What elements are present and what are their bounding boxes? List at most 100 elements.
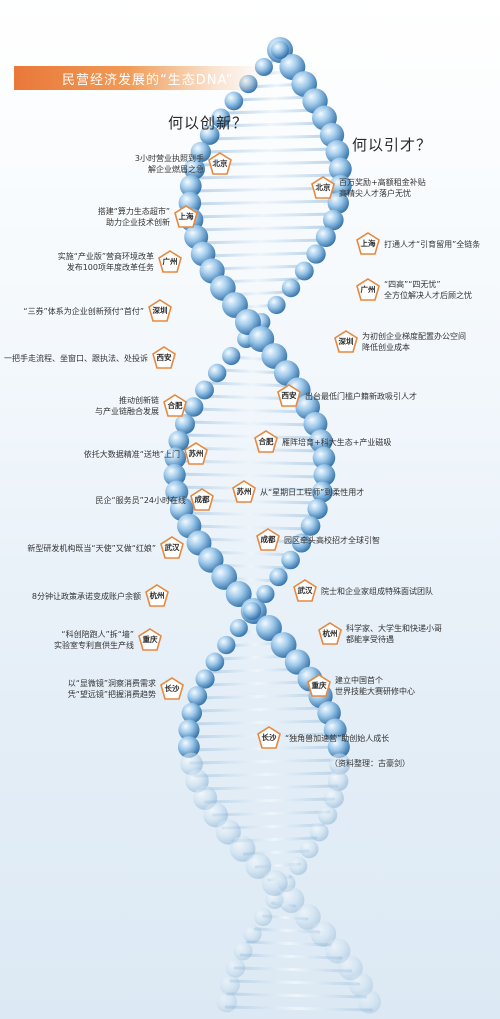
helix-bead (224, 91, 244, 111)
city-badge-right-10: 重庆 (307, 674, 331, 698)
talent-measure: 院士和企业家组成特殊面试团队 (321, 586, 433, 597)
helix-rung (218, 368, 287, 375)
innovation-measure: 以“显微镜”洞察消费需求凭“望远镜”把握消费趋势 (68, 678, 156, 700)
helix-bead (267, 295, 286, 315)
city-name: 深圳 (338, 337, 354, 346)
city-badge-right-6: 苏州 (232, 480, 256, 504)
measure-line: 打通人才“引育留用”全链条 (384, 239, 481, 249)
helix-rung (253, 927, 321, 934)
helix-bead (329, 174, 352, 198)
city-badge-left-8: 武汉 (160, 536, 184, 560)
helix-bead (270, 632, 297, 658)
measure-line: 降低创业成本 (362, 343, 410, 352)
helix-bead (217, 635, 236, 655)
helix-bead (163, 463, 186, 487)
talent-measure: 雁阵培育+科大生态+产业磁吸 (282, 437, 391, 448)
measure-line: 出台最低门槛户籍新政吸引人才 (305, 391, 417, 401)
helix-rung (201, 251, 319, 258)
helix-bead (291, 533, 311, 553)
helix-bead (307, 498, 328, 520)
city-badge-left-10: 重庆 (138, 628, 162, 652)
helix-rung (195, 238, 326, 245)
helix-bead (317, 805, 338, 825)
innovation-measure: “科创陪跑人”拆“墙”实验室专利直供生产线 (54, 629, 134, 651)
city-badge-left-0: 北京 (208, 152, 232, 176)
title-text: 民营经济发展的“生态DNA” (62, 73, 234, 88)
city-name: 成都 (194, 495, 210, 504)
innovation-measure: 民企“服务员”24小时在线 (96, 495, 186, 506)
helix-bead (256, 584, 275, 604)
measure-line: 解企业燃眉之急 (148, 165, 204, 174)
helix-bead (329, 753, 351, 775)
measure-line: 民企“服务员”24小时在线 (95, 495, 186, 505)
city-name: 重庆 (311, 681, 327, 690)
city-name: 长沙 (164, 684, 180, 693)
helix-bead (265, 890, 284, 910)
helix-bead (311, 481, 333, 503)
helix-rung (189, 758, 342, 765)
helix-bead (327, 735, 350, 759)
city-name: 深圳 (152, 306, 168, 315)
city-name: 成都 (260, 535, 276, 544)
measure-line: 高精尖人才落户无忧 (339, 189, 411, 198)
city-name: 西安 (281, 391, 297, 400)
helix-bead (313, 464, 336, 486)
helix-rung (173, 472, 326, 479)
helix-bead (309, 822, 329, 842)
talent-measure: 百万奖励+高额租金补贴高精尖人才落户无忧 (339, 177, 426, 199)
helix-bead (325, 140, 350, 164)
helix-bead (310, 921, 337, 947)
helix-rung (233, 966, 353, 973)
helix-bead (211, 564, 238, 590)
helix-bead (195, 380, 214, 400)
helix-rung (196, 693, 322, 700)
measure-line: 园区牵头高校招才全球引智 (284, 535, 380, 545)
helix-rung (226, 992, 368, 999)
helix-bead (216, 991, 238, 1013)
talent-measure: 建立中国首个世界技能大赛研修中心 (335, 675, 415, 697)
measure-line: 以“显微镜”洞察消费需求 (67, 679, 156, 688)
helix-bead (261, 870, 288, 896)
helix-bead (357, 990, 381, 1014)
innovation-measure: 一把手走流程、坐窗口、跟执法、处投诉 (4, 353, 148, 364)
helix-rung (187, 524, 313, 531)
helix-bead (243, 924, 262, 944)
helix-bead (243, 601, 262, 621)
helix-rung (202, 680, 314, 687)
helix-rung (184, 420, 317, 427)
measure-line: “独角兽加速营”助创始人成长 (285, 733, 390, 743)
city-name: 广州 (162, 257, 178, 266)
helix-rung (207, 134, 334, 141)
city-badge-left-2: 广州 (158, 250, 182, 274)
helix-rung (191, 173, 343, 180)
helix-bead (294, 904, 321, 930)
helix-rung (179, 433, 321, 440)
city-name: 合肥 (167, 401, 183, 410)
helix-rung (181, 511, 318, 518)
measure-line: 搭建“算力生态超市” (97, 207, 170, 216)
innovation-measure: 推动创新链与产业链融合发展 (95, 395, 159, 417)
helix-bead (253, 907, 273, 927)
city-badge-right-2: 广州 (356, 278, 380, 302)
helix-bead (183, 397, 204, 417)
measure-line: 助力企业技术创新 (106, 218, 170, 227)
city-badge-right-11: 长沙 (257, 726, 281, 750)
helix-bead (164, 447, 187, 469)
helix-rung (207, 264, 310, 271)
city-name: 北京 (212, 159, 228, 168)
city-badge-right-3: 深圳 (334, 330, 358, 354)
innovation-measure: 实施“产业版”营商环境改革发布100项年度改革任务 (58, 251, 154, 273)
measure-line: 从“星期日工程师”到柔性用才 (260, 487, 365, 497)
innovation-measure: 搭建“算力生态超市” 助力企业技术创新 (98, 206, 170, 228)
helix-bead (187, 686, 208, 706)
city-badge-right-5: 合肥 (254, 430, 278, 454)
talent-measure: 从“星期日工程师”到柔性用才 (260, 487, 364, 498)
city-name: 杭州 (149, 591, 165, 600)
helix-rung (239, 953, 343, 960)
helix-bead (323, 788, 344, 808)
city-badge-right-8: 武汉 (293, 579, 317, 603)
innovation-measure: 依托大数据精准“送地”上门 (84, 449, 180, 460)
measure-line: 8分钟让政策承诺变成账户余额 (31, 591, 141, 601)
helix-bead (255, 615, 282, 641)
source-credit: （资料整理：古豪剑） (330, 759, 410, 768)
